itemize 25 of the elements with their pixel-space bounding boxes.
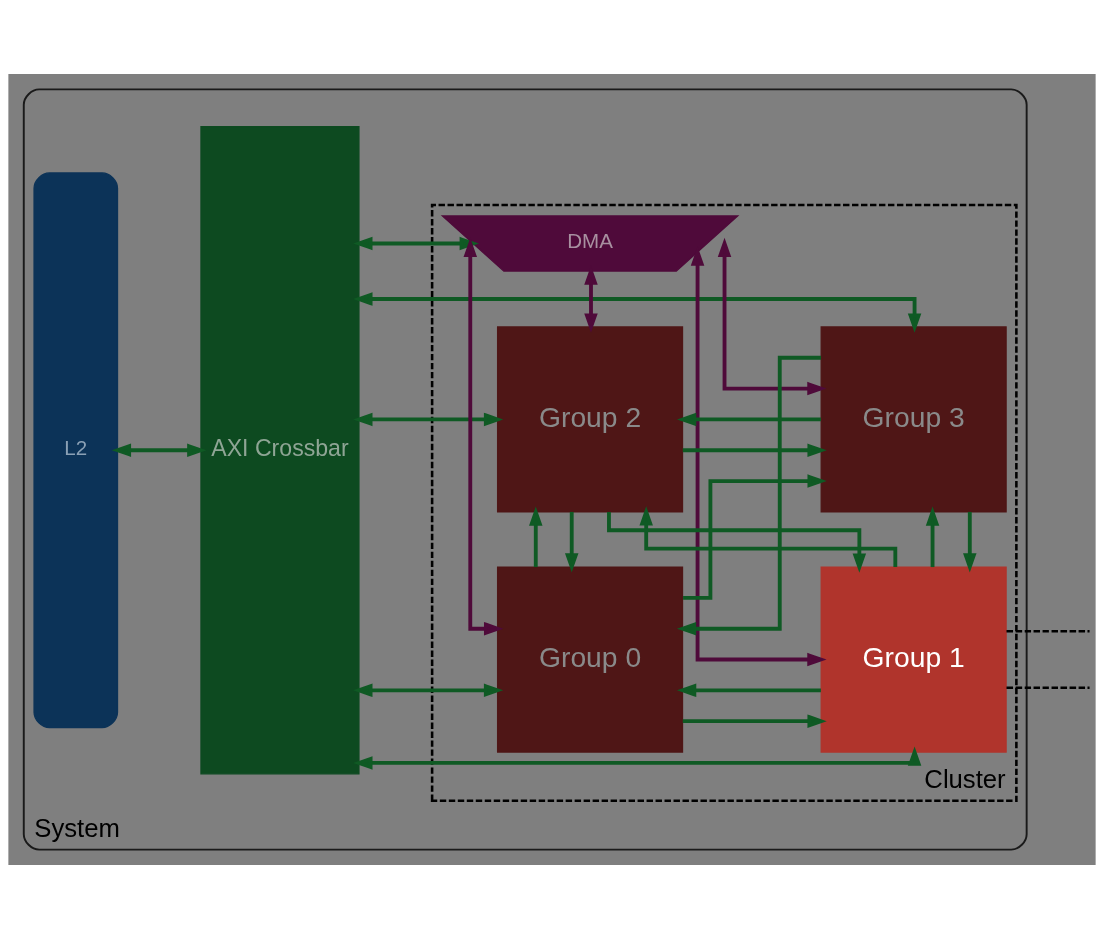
arrow xyxy=(676,412,821,426)
arrow xyxy=(353,745,922,770)
arrow xyxy=(353,683,504,697)
arrow xyxy=(963,511,977,573)
node-box: Group 3 xyxy=(820,325,1007,512)
arrow xyxy=(353,412,504,426)
arrow xyxy=(717,237,827,395)
arrow xyxy=(463,237,504,635)
arrow xyxy=(676,355,821,635)
node-box: Group 0 xyxy=(496,565,684,753)
node-box: Group 1 xyxy=(820,565,1007,753)
arrow xyxy=(682,442,827,457)
arrow xyxy=(683,473,827,600)
arrow xyxy=(529,505,543,567)
arrow xyxy=(925,505,940,567)
arrow xyxy=(564,511,579,573)
arrow xyxy=(682,713,827,728)
node-box: L2 xyxy=(33,171,119,728)
arrow xyxy=(353,291,922,333)
arrow xyxy=(353,236,479,250)
node-box: Group 2 xyxy=(496,325,684,512)
node-box: AXI Crossbar xyxy=(200,125,360,774)
arrow xyxy=(639,505,898,567)
arrow xyxy=(111,442,207,457)
arrow xyxy=(676,683,821,697)
